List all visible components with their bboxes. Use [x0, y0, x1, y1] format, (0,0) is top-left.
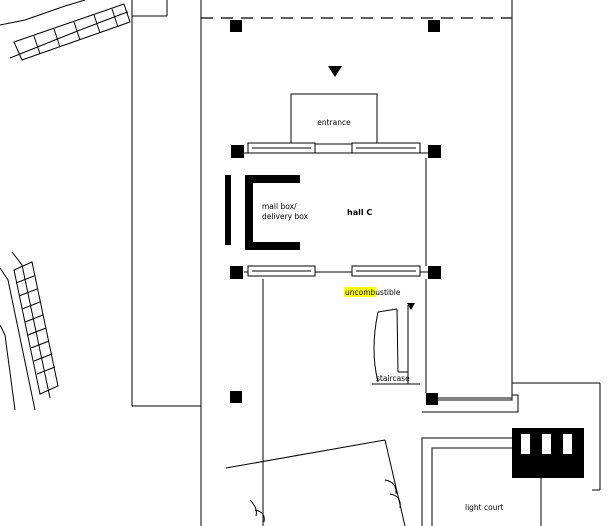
neighbor-building-topleft: [0, 0, 168, 61]
entrance-area: entrance: [290, 66, 378, 145]
uncombustible-highlight: [344, 287, 376, 297]
lightcourt-label: light court: [465, 503, 504, 512]
mailbox-label-line1: mail box/: [262, 202, 297, 211]
building-outline: [131, 0, 601, 526]
mailbox: [225, 175, 300, 250]
light-court: [421, 437, 542, 526]
door-top-left: [247, 142, 316, 154]
staircase: [372, 305, 420, 385]
lower-room: [225, 439, 406, 526]
entrance-label: entrance: [317, 118, 351, 127]
entrance-marker-icon: [328, 66, 342, 77]
neighbor-building-left: [0, 251, 59, 411]
door-bottom-left: [247, 265, 316, 277]
uncombustible-label: uncombustible: [345, 288, 401, 297]
stair-marker-icon: [407, 303, 415, 310]
door-bottom-right: [351, 265, 421, 277]
mailbox-label-line2: delivery box: [262, 212, 309, 221]
structural-columns: [230, 20, 441, 405]
door-top-right: [351, 142, 421, 154]
staircase-label: staircase: [376, 374, 410, 383]
lightcourt-fixture: [512, 428, 584, 478]
hall-label: hall C: [347, 208, 372, 217]
